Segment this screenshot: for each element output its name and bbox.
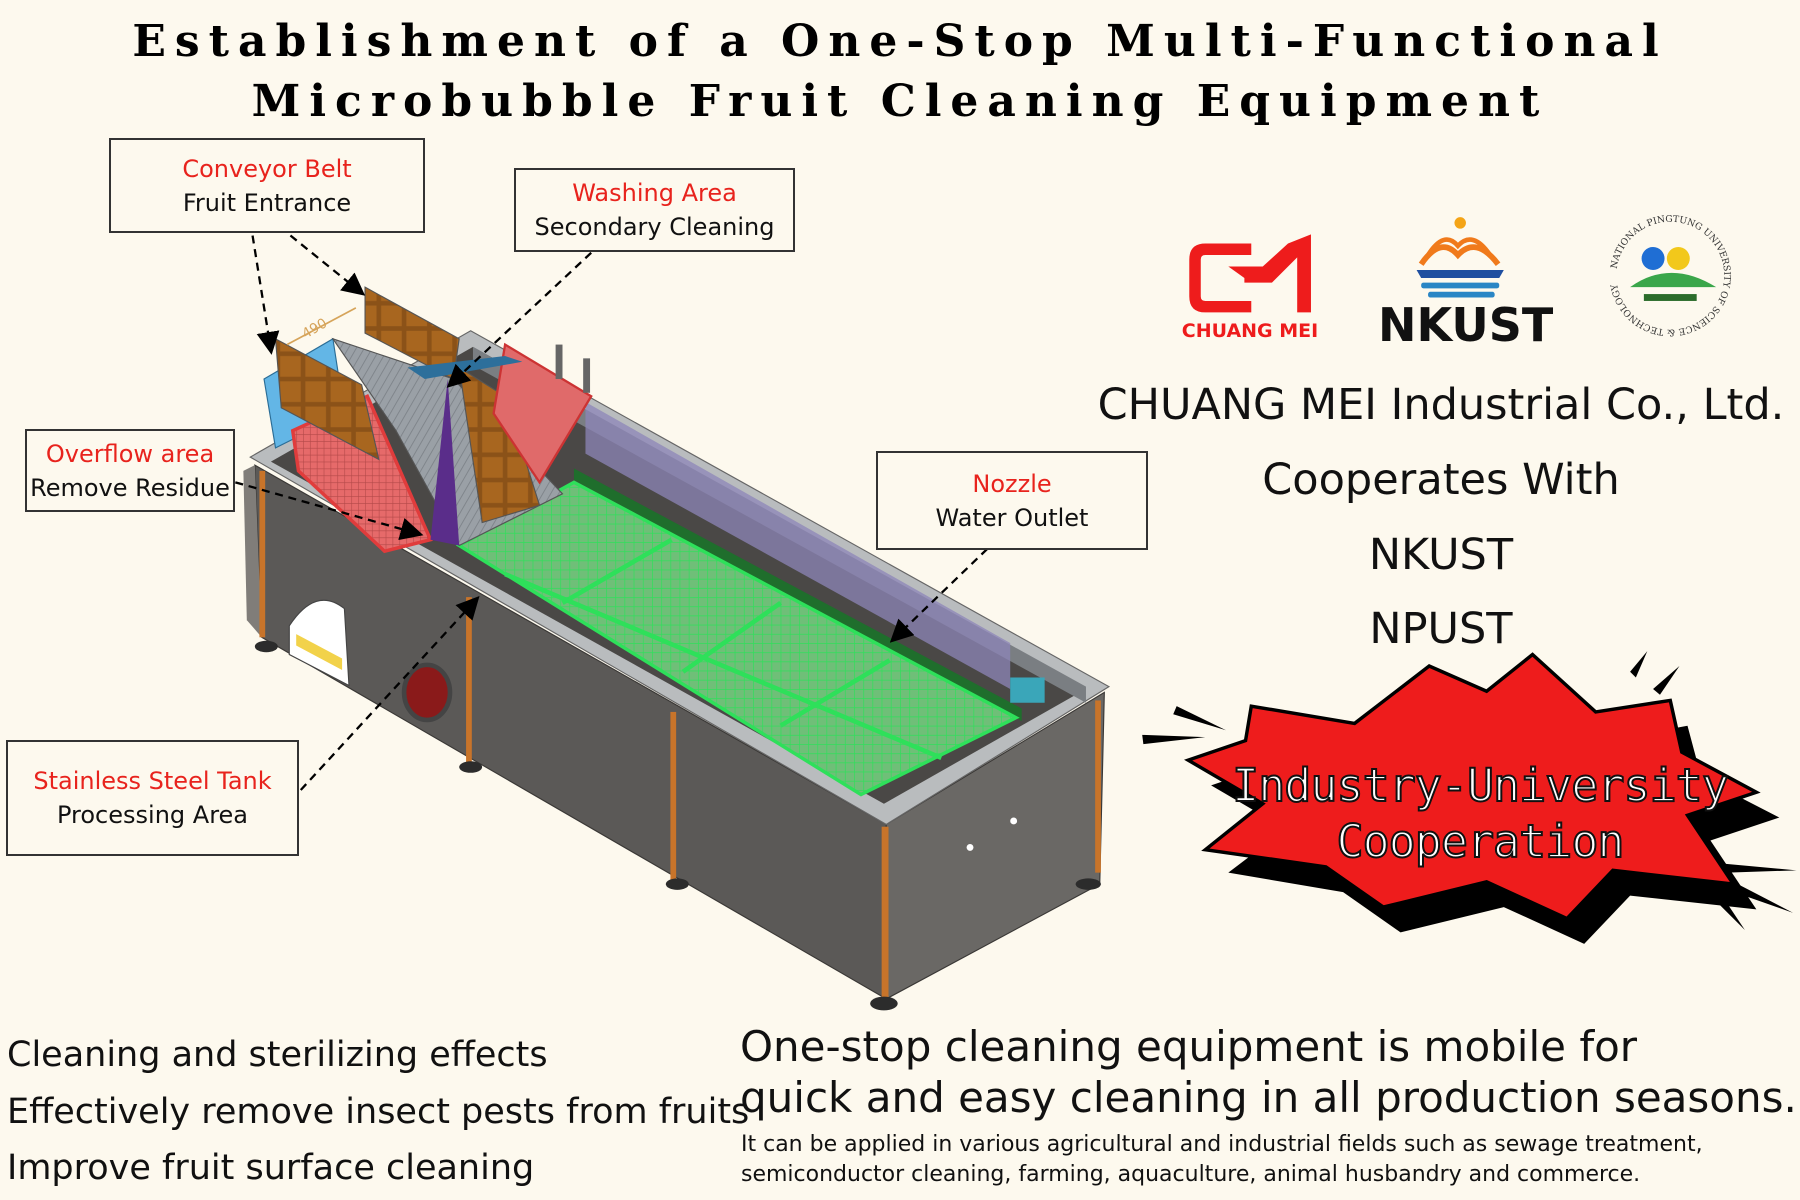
benefit-1: Cleaning and sterilizing effects <box>7 1035 548 1075</box>
nkust-logo <box>1416 217 1504 298</box>
summary-detail-2: semiconductor cleaning, farming, aquacul… <box>741 1162 1641 1187</box>
label-overflow-area: Overflow area Remove Residue <box>25 429 235 512</box>
cooperates-with: Cooperates With <box>1262 455 1620 505</box>
title-line-1: Establishment of a One-Stop Multi-Functi… <box>132 16 1668 67</box>
page-title: Establishment of a One-Stop Multi-Functi… <box>0 12 1800 132</box>
label-conveyor-belt: Conveyor Belt Fruit Entrance <box>109 138 425 233</box>
label-subtitle: Processing Area <box>56 801 248 829</box>
dimension-label: 490 <box>299 315 330 342</box>
label-subtitle: Secondary Cleaning <box>534 213 775 241</box>
cooperation-burst <box>1142 651 1797 944</box>
label-title: Nozzle <box>972 469 1052 498</box>
chuang-mei-logo-text: CHUANG MEI <box>1181 320 1319 342</box>
conveyor-assembly: 490 <box>263 286 593 554</box>
summary-detail-1: It can be applied in various agricultura… <box>741 1132 1703 1157</box>
benefit-2: Effectively remove insect pests from fru… <box>7 1092 750 1132</box>
burst-line-2: Cooperation <box>1335 814 1625 869</box>
label-title: Washing Area <box>572 179 737 207</box>
label-nozzle: Nozzle Water Outlet <box>876 451 1148 550</box>
chuang-mei-logo <box>1189 234 1311 313</box>
label-subtitle: Fruit Entrance <box>182 188 352 217</box>
label-washing-area: Washing Area Secondary Cleaning <box>514 168 795 252</box>
summary-line-1: One-stop cleaning equipment is mobile fo… <box>740 1022 1638 1071</box>
label-title: Stainless Steel Tank <box>33 767 272 795</box>
summary-line-2: quick and easy cleaning in all productio… <box>740 1073 1797 1122</box>
npust-logo: NATIONAL PINGTUNG UNIVERSITY OF SCIENCE … <box>1609 214 1733 338</box>
label-subtitle: Water Outlet <box>935 503 1089 532</box>
benefit-3: Improve fruit surface cleaning <box>7 1148 535 1188</box>
label-title: Conveyor Belt <box>182 154 352 183</box>
partner-nkust: NKUST <box>1368 530 1514 580</box>
nkust-logo-text: NKUST <box>1378 298 1554 352</box>
callout-arrows <box>235 234 989 791</box>
burst-line-1: Industry-University <box>1231 758 1730 813</box>
partner-npust: NPUST <box>1369 604 1513 654</box>
company-name: CHUANG MEI Industrial Co., Ltd. <box>1097 380 1785 430</box>
label-subtitle: Remove Residue <box>30 473 230 502</box>
burst-text: Industry-University Cooperation <box>1220 758 1740 870</box>
title-line-2: Microbubble Fruit Cleaning Equipment <box>251 76 1549 127</box>
label-title: Overflow area <box>45 439 215 468</box>
label-stainless-steel-tank: Stainless Steel Tank Processing Area <box>6 740 299 856</box>
